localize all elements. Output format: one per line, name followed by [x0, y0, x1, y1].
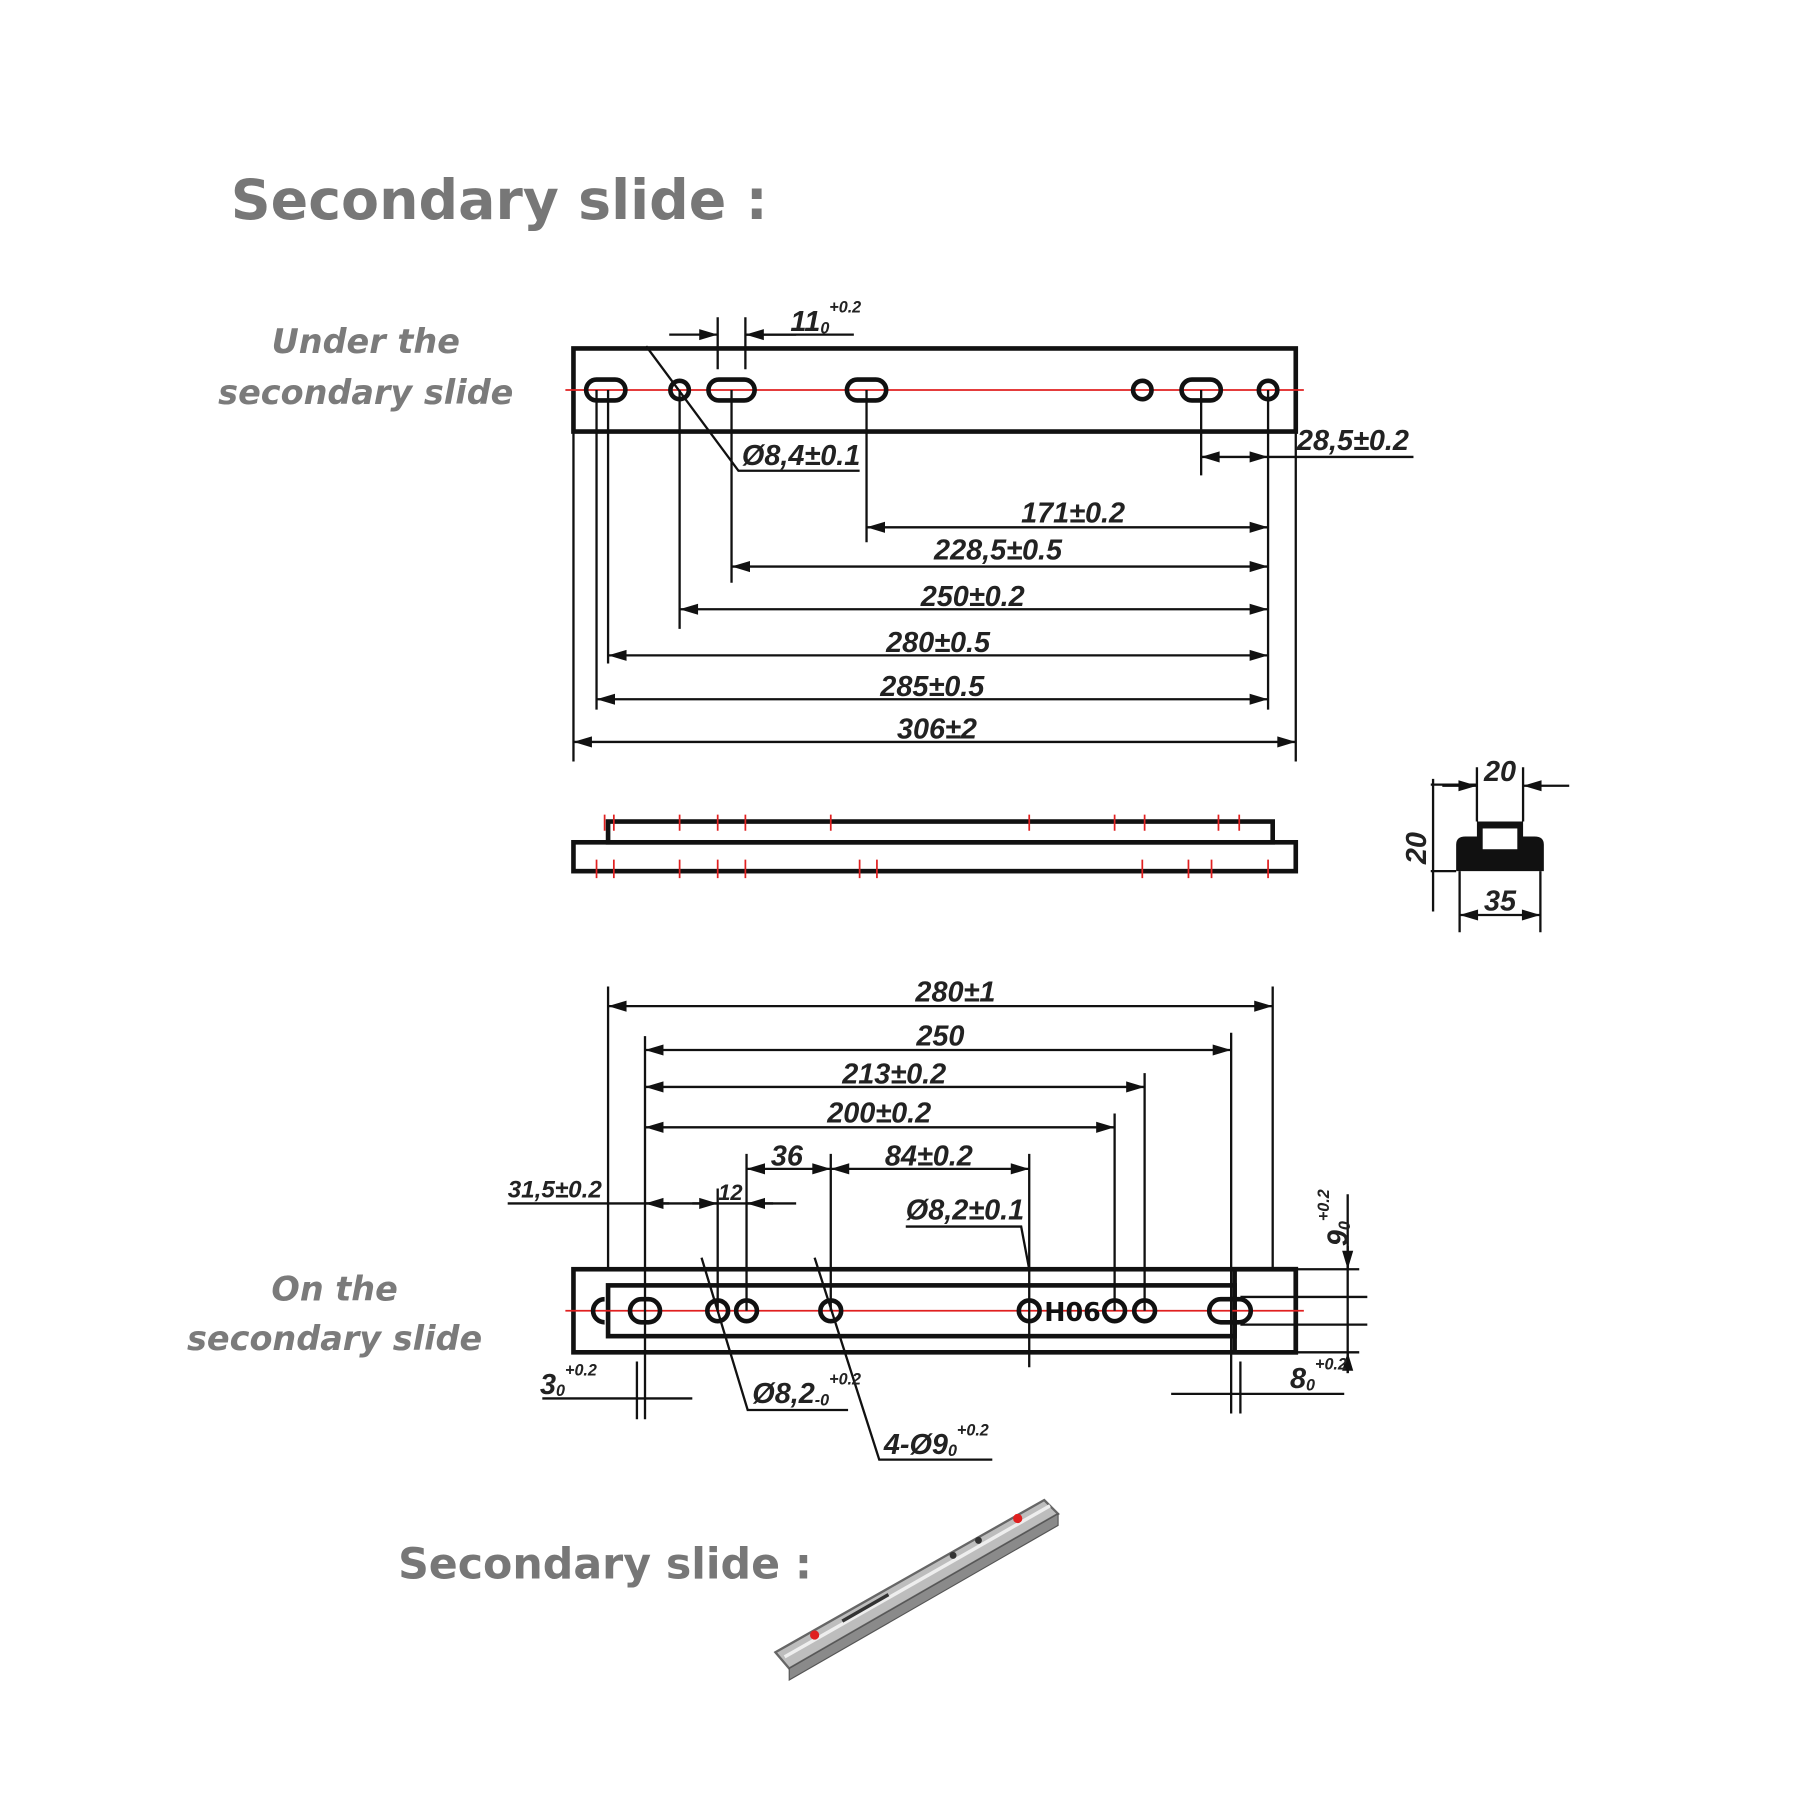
dim-280-1: 280±1: [914, 977, 995, 1009]
dim-12: 12: [718, 1180, 742, 1205]
dim-200: 200±0.2: [826, 1098, 931, 1130]
dim-31-5: 31,5±0.2: [508, 1177, 603, 1204]
under-label-line1: Under the: [272, 322, 460, 361]
side-view: [571, 814, 1299, 879]
marking-h06: H06: [1044, 1297, 1101, 1327]
dim-250: 250±0.2: [920, 581, 1025, 613]
dim-4x9: 4-Ø90+0.2: [883, 1421, 989, 1460]
dim-36: 36: [771, 1140, 804, 1172]
dim-280: 280±0.5: [885, 627, 991, 659]
dim-28-5: 28,5±0.2: [1296, 425, 1409, 457]
profile-height: 20: [1401, 832, 1433, 865]
profile-top: 20: [1483, 756, 1516, 788]
photo-title: Secondary slide :: [398, 1539, 812, 1589]
top-view: 171±0.2 228,5±0.5 250±0.2 280±0.5 285±0.…: [565, 299, 1414, 762]
dim-slot-width: 110+0.2: [790, 299, 861, 338]
dim-hole-8-2: Ø8,2±0.1: [906, 1195, 1024, 1227]
on-label-line1: On the: [271, 1269, 397, 1308]
bottom-view: H06 280±1 250 213±0.2 200±0.2 36 84±0.2 …: [507, 977, 1368, 1461]
dim-171: 171±0.2: [1021, 498, 1125, 530]
page-title: Secondary slide :: [231, 169, 768, 233]
dim-8-2-tol: Ø8,2-0+0.2: [752, 1371, 861, 1410]
dim-306: 306±2: [897, 713, 977, 745]
dim-213: 213±0.2: [841, 1058, 946, 1090]
dim-9: 90+0.2: [1315, 1189, 1354, 1246]
dim-285: 285±0.5: [879, 671, 985, 703]
dim-84: 84±0.2: [885, 1140, 973, 1172]
dim-3: 30+0.2: [540, 1361, 597, 1400]
profile-bottom: 35: [1484, 885, 1517, 917]
profile-section: 20 20 35: [1401, 756, 1570, 933]
dim-8: 80+0.2: [1290, 1356, 1347, 1395]
under-label-line2: secondary slide: [218, 373, 513, 412]
on-label-line2: secondary slide: [187, 1319, 482, 1358]
slide-photo: [773, 1498, 1060, 1681]
dim-hole-dia: Ø8,4±0.1: [742, 440, 860, 472]
dim-228-5: 228,5±0.5: [933, 535, 1063, 567]
dim-250-b: 250: [915, 1020, 964, 1052]
